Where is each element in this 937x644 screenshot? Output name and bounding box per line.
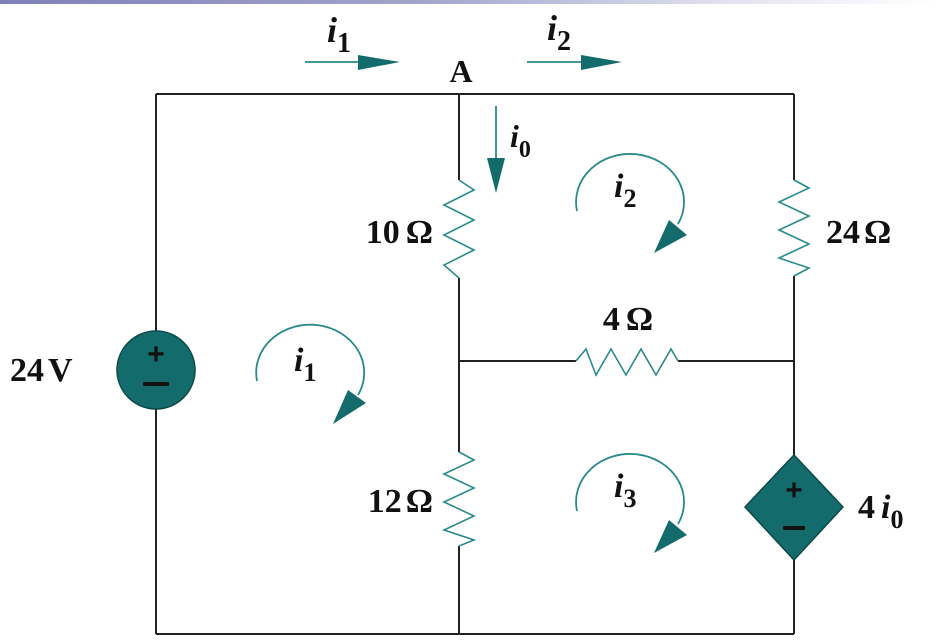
value: 4 (603, 301, 620, 338)
mesh-label-i3: i3 (614, 468, 636, 513)
unit: Ω (864, 214, 891, 251)
loop-arrow-head-icon (654, 520, 687, 553)
arrow-head-icon (581, 55, 622, 70)
branch-current-label-i1: i1 (327, 10, 351, 59)
branch-current-label-i2: i2 (547, 8, 571, 57)
loop-arrow-head-icon (333, 390, 366, 424)
subscript: 0 (890, 505, 903, 534)
coefficient: 4 (858, 489, 875, 526)
unit: Ω (406, 483, 433, 520)
plus-sign-icon: + (785, 474, 803, 507)
dependent-voltage-source: + (743, 453, 845, 562)
minus-sign-icon (783, 526, 805, 530)
branch-arrow-i2 (527, 55, 622, 70)
var: i (327, 10, 337, 50)
subscript: 1 (337, 28, 351, 59)
subscript: 2 (623, 184, 636, 213)
var: i (614, 468, 624, 505)
resistor-10-ohm (442, 179, 476, 279)
mesh-loop-i3 (575, 453, 687, 553)
var: i (294, 342, 304, 379)
mesh-label-i2: i2 (614, 168, 636, 213)
loop-arc (575, 153, 685, 225)
mesh-label-i1: i1 (294, 342, 316, 387)
voltage-source-24v: + (116, 330, 196, 410)
var: i (881, 489, 891, 526)
mesh-loop-i2 (575, 153, 687, 253)
mesh-loop-i1 (255, 323, 366, 424)
loop-arrow-head-icon (654, 220, 687, 253)
subscript: 2 (557, 26, 571, 57)
minus-sign-icon (143, 382, 169, 386)
branch-arrow-i0 (487, 106, 505, 193)
value: 10 (366, 214, 400, 251)
node-label-a: A (449, 53, 472, 89)
value: 12 (368, 483, 402, 520)
arrow-head-icon (358, 55, 400, 70)
arrow-head-icon (487, 158, 505, 193)
voltage-source-circle (116, 330, 196, 410)
unit: Ω (626, 301, 653, 338)
unit: V (48, 352, 73, 389)
resistor-4-ohm (575, 347, 679, 377)
value: 24 (10, 352, 44, 389)
branch-current-label-i0: i0 (510, 118, 531, 163)
branch-arrow-i1 (305, 55, 400, 70)
subscript: 3 (623, 484, 636, 513)
subscript: 0 (519, 137, 531, 163)
unit: Ω (406, 214, 433, 251)
loop-arc (255, 323, 366, 396)
subscript: 1 (303, 358, 316, 387)
resistor-24-ohm (776, 179, 812, 277)
var: i (614, 168, 624, 205)
var: i (510, 118, 519, 154)
plus-sign-icon: + (147, 338, 165, 371)
title-bar-gradient (0, 0, 937, 4)
var: i (547, 8, 557, 48)
loop-arc (575, 453, 685, 525)
wires (155, 93, 795, 635)
resistor-12-ohm (441, 451, 477, 547)
value: 24 (826, 214, 860, 251)
dependent-source-diamond (743, 453, 845, 562)
